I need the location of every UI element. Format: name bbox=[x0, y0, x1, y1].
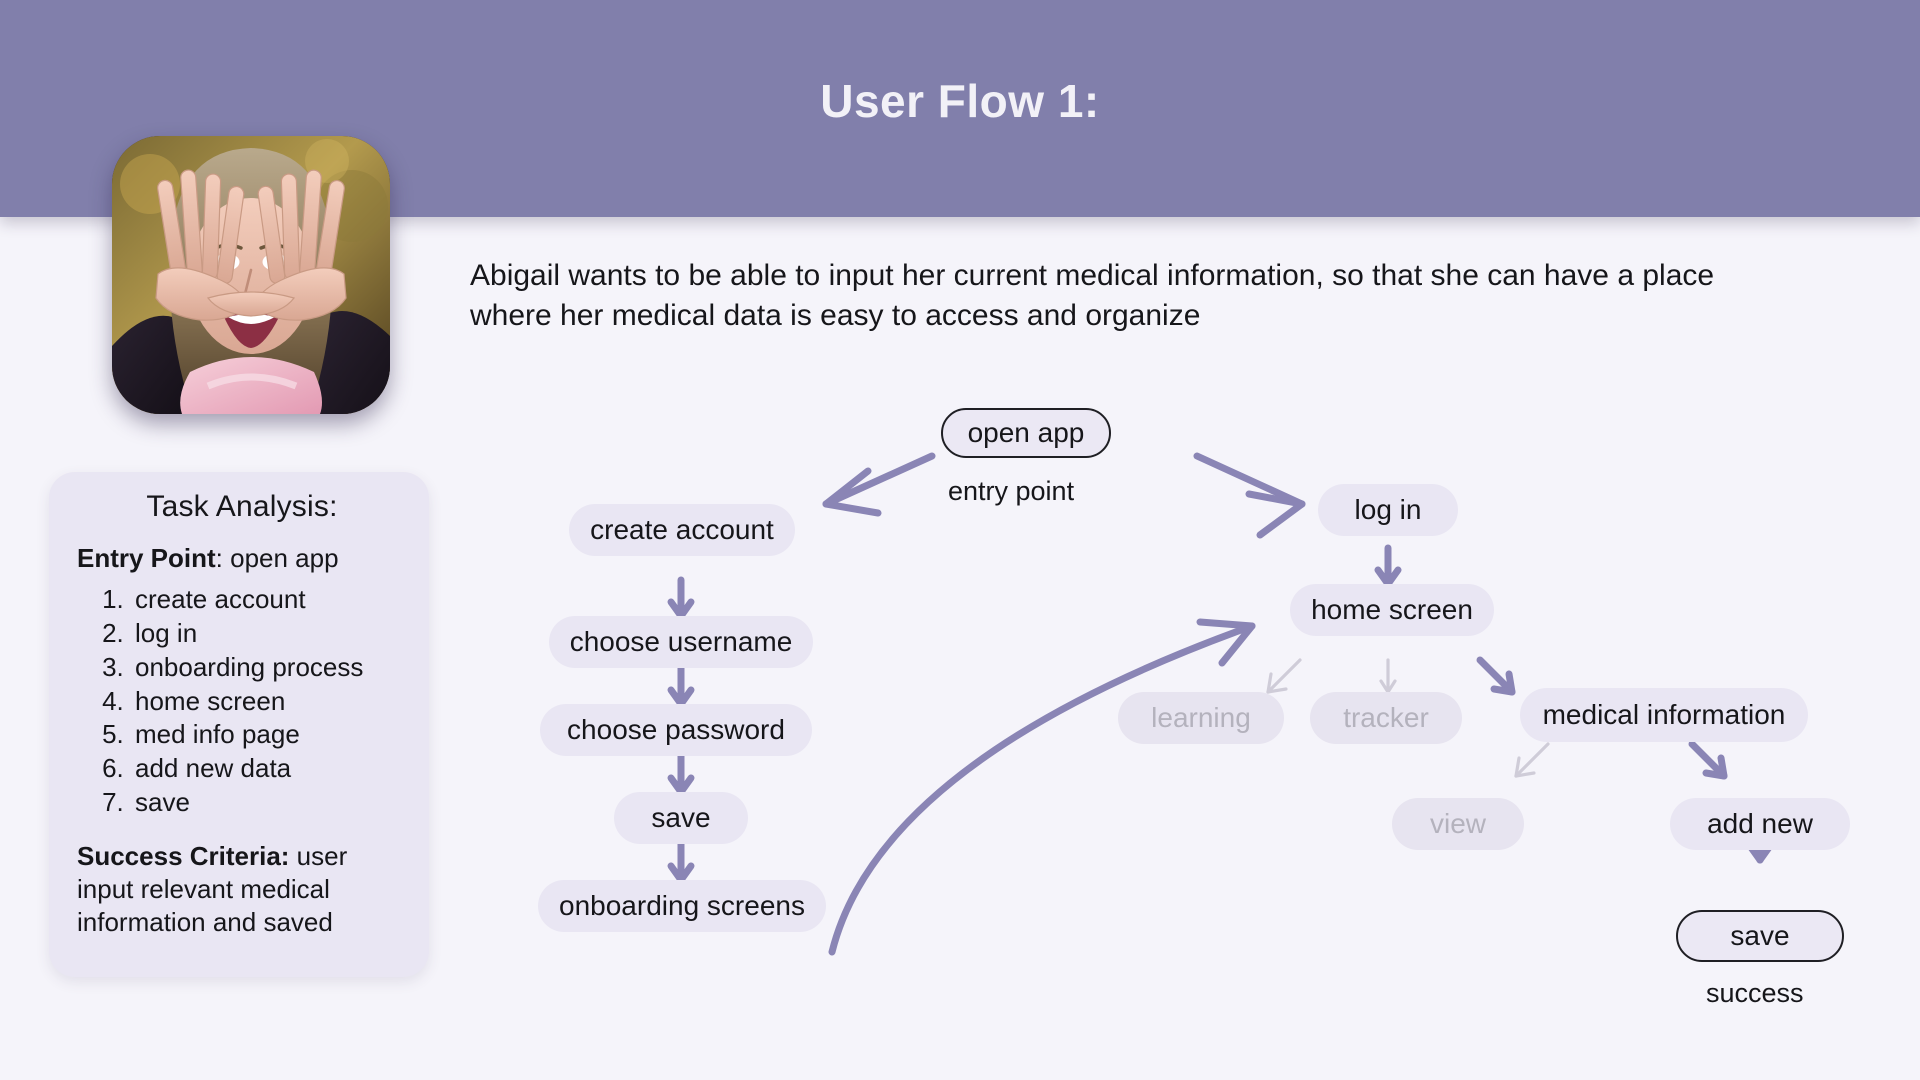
flow-node-label: view bbox=[1429, 808, 1486, 839]
flow-node-label: onboarding screens bbox=[559, 890, 805, 921]
list-item: save bbox=[131, 786, 407, 820]
arrow-medicalinfo-to-addnew bbox=[1688, 740, 1728, 780]
flow-node-create-account[interactable]: create account bbox=[569, 504, 795, 556]
user-avatar-photo bbox=[112, 136, 390, 414]
avatar bbox=[112, 136, 390, 414]
flow-node-label: open app bbox=[967, 417, 1085, 448]
flow-node-label: log in bbox=[1354, 494, 1422, 525]
flow-node-label: add new bbox=[1707, 808, 1813, 839]
task-analysis-card: Task Analysis: Entry Point: open app cre… bbox=[49, 472, 429, 977]
list-item: create account bbox=[131, 583, 407, 617]
entry-point-value: : open app bbox=[215, 543, 339, 573]
flow-node-open-app[interactable]: open app bbox=[941, 408, 1111, 458]
task-analysis-title: Task Analysis: bbox=[146, 490, 338, 523]
flow-node-log-in[interactable]: log in bbox=[1318, 484, 1458, 536]
flow-node-home-screen[interactable]: home screen bbox=[1290, 584, 1494, 636]
flow-node-save-final[interactable]: save bbox=[1676, 910, 1844, 962]
arrow-homescreen-to-medicalinfo bbox=[1476, 656, 1516, 696]
flow-node-label: create account bbox=[590, 514, 774, 545]
flow-node-save-signup[interactable]: save bbox=[614, 792, 748, 844]
list-item: log in bbox=[131, 617, 407, 651]
list-item: med info page bbox=[131, 718, 407, 752]
success-criteria-line: Success Criteria: user input relevant me… bbox=[77, 840, 407, 940]
flow-node-label: home screen bbox=[1311, 594, 1473, 625]
list-item: add new data bbox=[131, 752, 407, 786]
page-title: User Flow 1: bbox=[820, 75, 1100, 127]
arrow-medicalinfo-to-view bbox=[1514, 742, 1550, 778]
arrow-onboarding-to-homescreen bbox=[828, 622, 1256, 956]
list-item: home screen bbox=[131, 685, 407, 719]
flow-node-label: save bbox=[651, 802, 711, 833]
flow-node-choose-password[interactable]: choose password bbox=[540, 704, 812, 756]
flow-node-label: medical information bbox=[1542, 699, 1786, 730]
caption-entry-point: entry point bbox=[948, 476, 1075, 506]
arrow-openapp-to-login bbox=[1193, 452, 1306, 508]
arrow-openapp-to-createaccount bbox=[822, 452, 936, 508]
flow-node-medical-information[interactable]: medical information bbox=[1520, 688, 1808, 742]
persona-description: Abigail wants to be able to input her cu… bbox=[470, 259, 1715, 333]
success-criteria-value: user input relevant medical information … bbox=[77, 840, 348, 938]
arrow-homescreen-to-learning bbox=[1266, 658, 1302, 694]
flow-node-tracker[interactable]: tracker bbox=[1310, 692, 1462, 744]
list-item: onboarding process bbox=[131, 651, 407, 685]
flow-node-label: tracker bbox=[1343, 702, 1429, 733]
flow-node-label: choose username bbox=[569, 626, 793, 657]
flow-node-label: choose password bbox=[567, 714, 785, 745]
flow-node-label: save bbox=[1730, 920, 1790, 951]
caption-success: success bbox=[1706, 978, 1804, 1008]
entry-point-line: Entry Point: open app bbox=[77, 542, 407, 575]
flow-node-onboarding-screens[interactable]: onboarding screens bbox=[538, 880, 826, 932]
entry-point-label: Entry Point bbox=[77, 543, 216, 573]
flow-node-view[interactable]: view bbox=[1392, 798, 1524, 850]
task-steps-list: create account log in onboarding process… bbox=[77, 583, 407, 820]
flow-node-choose-username[interactable]: choose username bbox=[549, 616, 813, 668]
flow-node-learning[interactable]: learning bbox=[1118, 692, 1284, 744]
flow-node-label: learning bbox=[1151, 702, 1251, 733]
flow-node-add-new[interactable]: add new bbox=[1670, 798, 1850, 850]
success-criteria-label: Success Criteria: bbox=[77, 840, 290, 871]
